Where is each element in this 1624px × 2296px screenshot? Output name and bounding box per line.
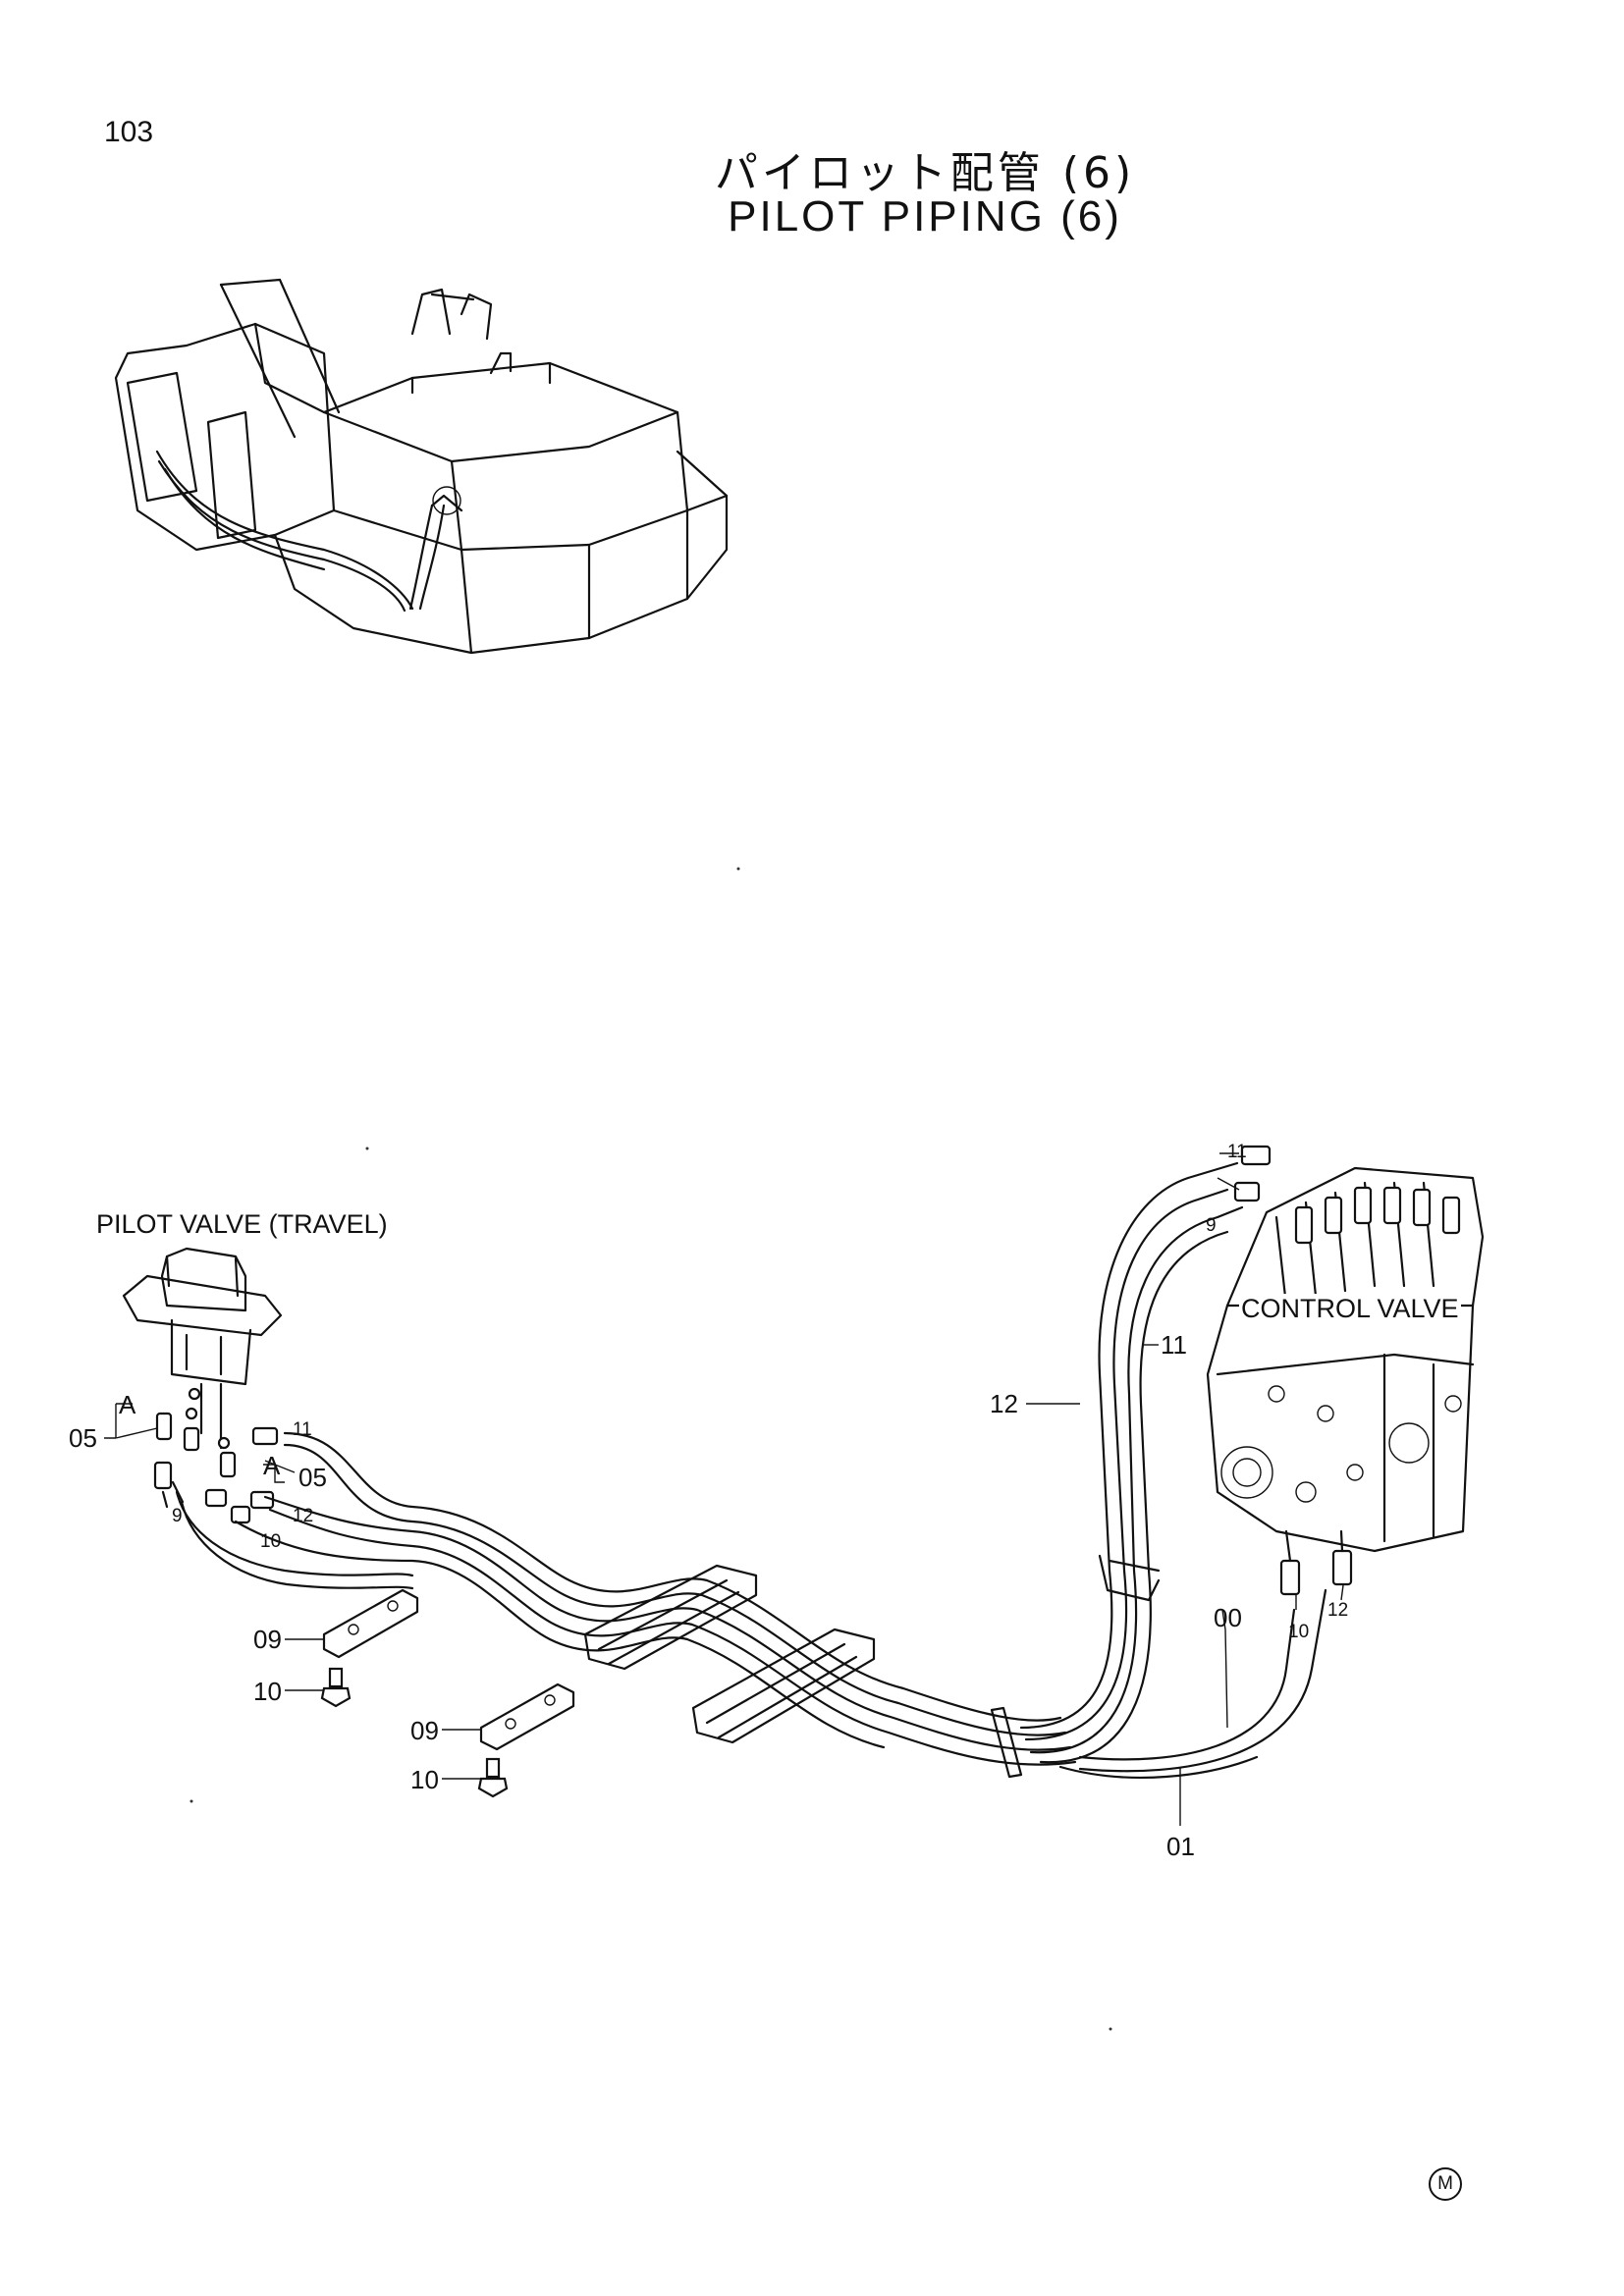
- callout-10-upper: 10: [253, 1677, 282, 1706]
- control-valve-assembly: [1206, 1145, 1485, 1596]
- support-rails: [583, 1564, 876, 1744]
- callout-a-right: A: [263, 1451, 281, 1480]
- control-valve-label: CONTROL VALVE: [1239, 1294, 1461, 1324]
- pilot-hoses: [175, 1431, 1077, 1766]
- page-title: PILOT PIPING (6): [728, 192, 1122, 240]
- callout-09-upper: 09: [253, 1625, 282, 1654]
- excavator-overview-illustration: [114, 278, 729, 655]
- hose-clamp: [990, 1706, 1023, 1779]
- callout-11-mid: 11: [1161, 1330, 1187, 1360]
- callout-10-control-valve: 10: [1288, 1622, 1310, 1642]
- callout-09-lower: 09: [410, 1716, 439, 1745]
- page-number: 103: [104, 116, 154, 148]
- callout-10-left: 10: [260, 1531, 282, 1552]
- callout-10-lower: 10: [410, 1765, 439, 1794]
- callout-12-mid: 12: [990, 1389, 1018, 1418]
- callout-00: 00: [1214, 1603, 1242, 1632]
- page-title-japanese: パイロット配管 (6): [714, 148, 1136, 198]
- callout-9-top: 9: [1206, 1215, 1217, 1236]
- bracket-lower: [477, 1682, 575, 1798]
- control-valve-hoses: [1019, 1161, 1327, 1779]
- callout-a-left: A: [119, 1390, 136, 1419]
- callout-12-left: 12: [293, 1506, 314, 1526]
- callout-11-left: 11: [293, 1419, 312, 1440]
- callout-9-left: 9: [172, 1506, 183, 1526]
- bracket-upper: [320, 1588, 419, 1708]
- corner-m-mark: M: [1429, 2167, 1462, 2201]
- pilot-valve-label: PILOT VALVE (TRAVEL): [96, 1209, 388, 1239]
- callout-11-top: 11: [1227, 1142, 1247, 1162]
- pilot-valve-travel: [122, 1247, 283, 1450]
- callout-01: 01: [1166, 1832, 1195, 1861]
- callout-12-control-valve: 12: [1327, 1600, 1349, 1621]
- leader-lines: [104, 1152, 1344, 1826]
- callout-05-right: 05: [298, 1463, 327, 1492]
- callout-05-left: 05: [69, 1423, 97, 1453]
- pilot-valve-fittings: [153, 1412, 279, 1524]
